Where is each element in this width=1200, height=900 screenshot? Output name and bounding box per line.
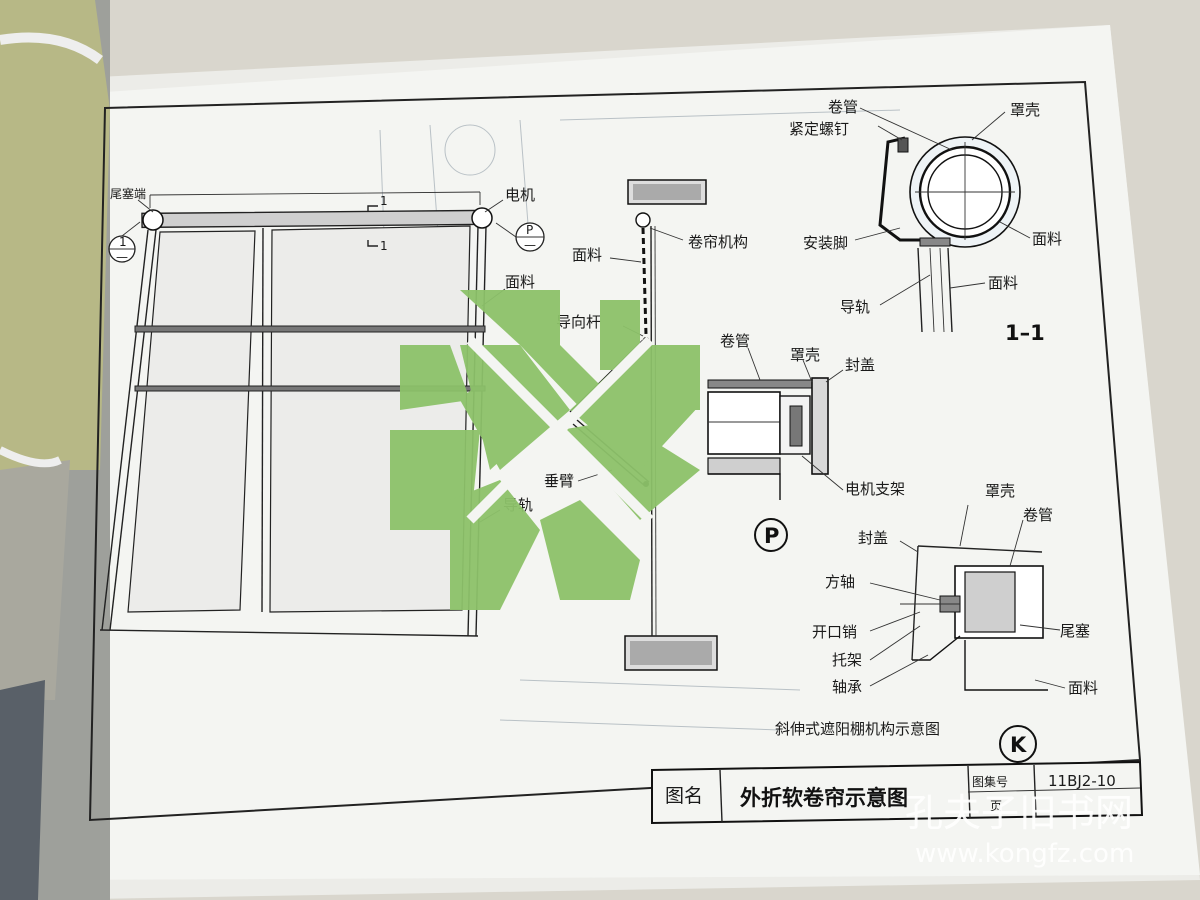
watermark-cn: 孔夫子旧书网: [905, 791, 1133, 835]
label-end-plug-side: 尾塞端: [110, 186, 146, 201]
detail-ref-right-bottom: —: [524, 238, 536, 252]
label-motor-bracket: 电机支架: [845, 480, 905, 498]
label-roller-tube-p: 卷管: [720, 332, 750, 350]
label-housing-p: 罩壳: [790, 346, 820, 364]
section-title-1-1: 1–1: [1005, 321, 1045, 345]
detail-p-circle: [754, 518, 788, 552]
label-guide-rail-1-1: 导轨: [840, 298, 870, 316]
label-end-cap-p: 封盖: [845, 356, 875, 374]
label-fabric-1-1-b: 面料: [988, 274, 1018, 292]
green-x-white-cross: [466, 336, 654, 524]
label-fabric-end: 面料: [1068, 679, 1098, 697]
label-set-screw: 紧定螺钉: [789, 120, 849, 138]
label-bracket: 托架: [832, 651, 862, 669]
label-guide-rod: 导向杆: [556, 313, 601, 331]
detail-k-circle-label: K: [1010, 733, 1027, 757]
label-end-plug: 尾塞: [1060, 622, 1090, 640]
title-block-name-label: 图名: [665, 785, 703, 807]
watermark-url: www.kongfz.com: [915, 839, 1134, 869]
detail-ref-right-top: P: [526, 223, 533, 237]
green-x-logo: [390, 290, 700, 610]
label-roller-tube-end: 卷管: [1023, 506, 1053, 524]
label-fabric-1-1-a: 面料: [1032, 230, 1062, 248]
elevation-drawing: [99, 191, 545, 637]
label-split-pin: 开口销: [812, 623, 857, 641]
label-fabric-elevation: 面料: [505, 273, 535, 291]
drawing-frame: [88, 80, 1142, 822]
mechanism-caption: 斜伸式遮阳棚机构示意图: [775, 720, 940, 738]
section-mark-top: 1: [380, 194, 388, 208]
label-drop-arm: 垂臂: [544, 472, 574, 490]
label-roller-tube-1-1: 卷管: [828, 98, 858, 116]
label-bearing: 轴承: [832, 678, 862, 696]
drawing-title: 外折软卷帘示意图: [740, 786, 908, 810]
binder-spine: [0, 0, 110, 900]
label-mounting-foot: 安装脚: [803, 234, 848, 252]
section-1-1-drawing: [854, 107, 1031, 333]
detail-ref-left-top: 1: [119, 235, 127, 249]
detail-k-circle: [999, 725, 1037, 763]
label-motor: 电机: [505, 186, 535, 204]
label-square-shaft: 方轴: [825, 573, 855, 591]
label-roller-mechanism: 卷帘机构: [688, 233, 748, 251]
section-mark-bottom: 1: [380, 239, 388, 253]
fabric-panel-right: [269, 225, 471, 613]
page-label: 页: [990, 799, 1002, 813]
detail-ref-left-bottom: —: [116, 250, 128, 264]
title-block: [651, 760, 1144, 825]
label-fabric-mechanism: 面料: [572, 246, 602, 264]
detail-p-circle-label: P: [764, 524, 779, 548]
detail-p-drawing: [707, 347, 844, 500]
atlas-number: 11BJ2-10: [1048, 772, 1116, 790]
label-housing-end: 罩壳: [985, 482, 1015, 500]
label-housing-1-1: 罩壳: [1010, 101, 1040, 119]
atlas-no-label: 图集号: [972, 774, 1008, 789]
end-detail-drawing: [869, 504, 1066, 691]
label-end-cap-end: 封盖: [858, 529, 888, 547]
